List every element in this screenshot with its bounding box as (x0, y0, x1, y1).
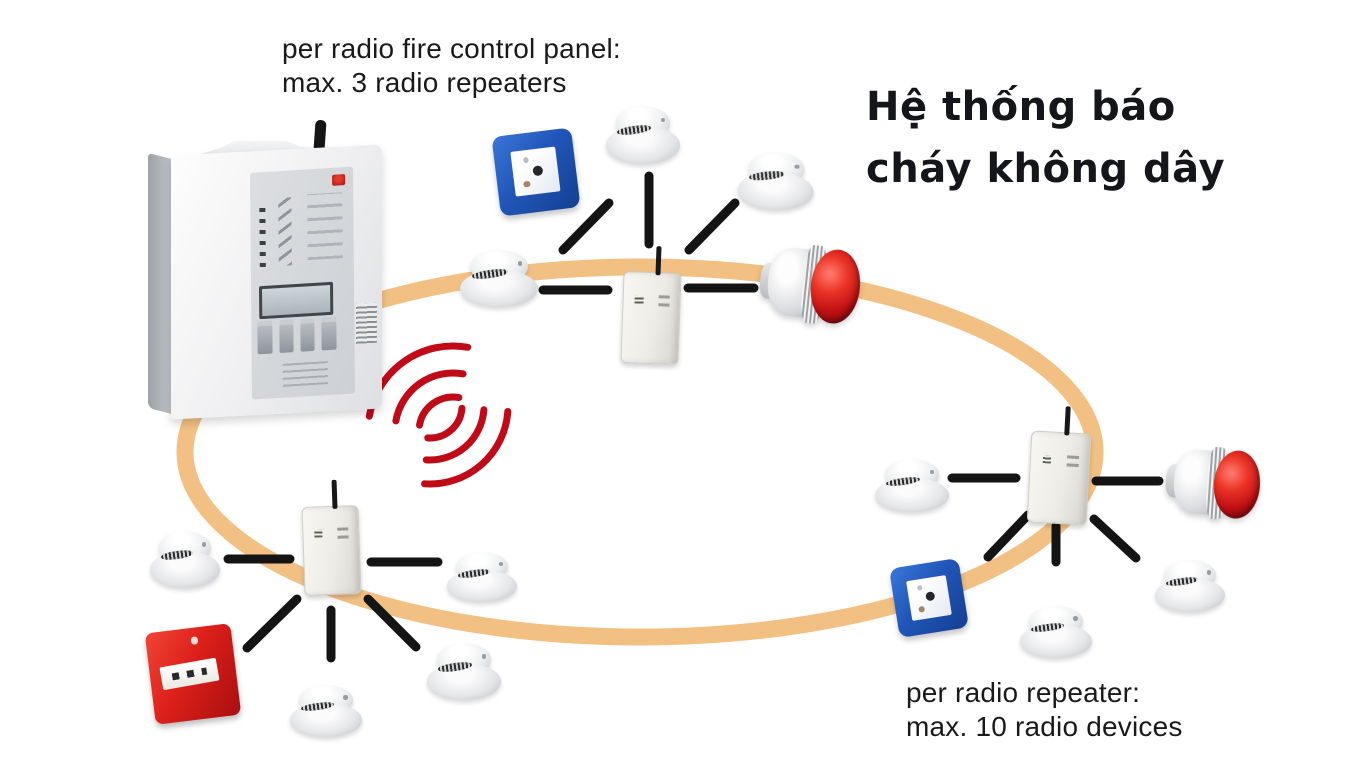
siren-red (758, 240, 864, 328)
connection-lines (223, 171, 1164, 663)
brand-logo-icon (332, 173, 346, 187)
repeater-antenna-icon (655, 246, 662, 276)
smoke-detector (1155, 560, 1225, 612)
siren-red (1165, 444, 1263, 522)
radio-repeater-top (620, 246, 682, 365)
title-line: Hệ thống báo (866, 84, 1176, 130)
caption-line: per radio repeater: (906, 677, 1141, 708)
repeater-ring (176, 258, 1104, 646)
smoke-detector (1020, 606, 1092, 658)
smoke-detector (447, 552, 517, 602)
smoke-detector (875, 459, 949, 512)
caption-repeater: per radio repeater: max. 10 radio device… (906, 676, 1183, 744)
zone-labels (307, 192, 344, 261)
panel-buttons (257, 322, 337, 355)
radio-repeater-left (301, 479, 362, 596)
title-line: cháy không dây (866, 146, 1226, 192)
caption-line: max. 10 radio devices (906, 711, 1183, 742)
page-title: Hệ thống báo cháy không dây (866, 76, 1225, 200)
radio-waves-icon (365, 342, 512, 488)
lcd-display (259, 281, 335, 320)
smoke-detector (290, 685, 362, 737)
speaker-grille (356, 303, 378, 344)
fire-control-panel (148, 119, 382, 420)
zone-chevrons (278, 197, 293, 267)
caption-line: max. 3 radio repeaters (282, 67, 567, 98)
panel-front-face (250, 166, 356, 400)
led-indicators (259, 203, 267, 268)
smoke-detector (737, 151, 815, 212)
smoke-detector (427, 643, 501, 700)
caption-line: per radio fire control panel: (282, 33, 621, 64)
smoke-detector (150, 531, 220, 588)
smoke-detector (460, 250, 538, 307)
manual-call-point-blue (888, 557, 970, 639)
caption-control-panel: per radio fire control panel: max. 3 rad… (282, 32, 621, 100)
radio-repeater-right (1026, 406, 1092, 526)
manual-call-point-blue (491, 127, 581, 217)
manual-call-point-red (144, 623, 242, 725)
smoke-detector (606, 106, 680, 164)
